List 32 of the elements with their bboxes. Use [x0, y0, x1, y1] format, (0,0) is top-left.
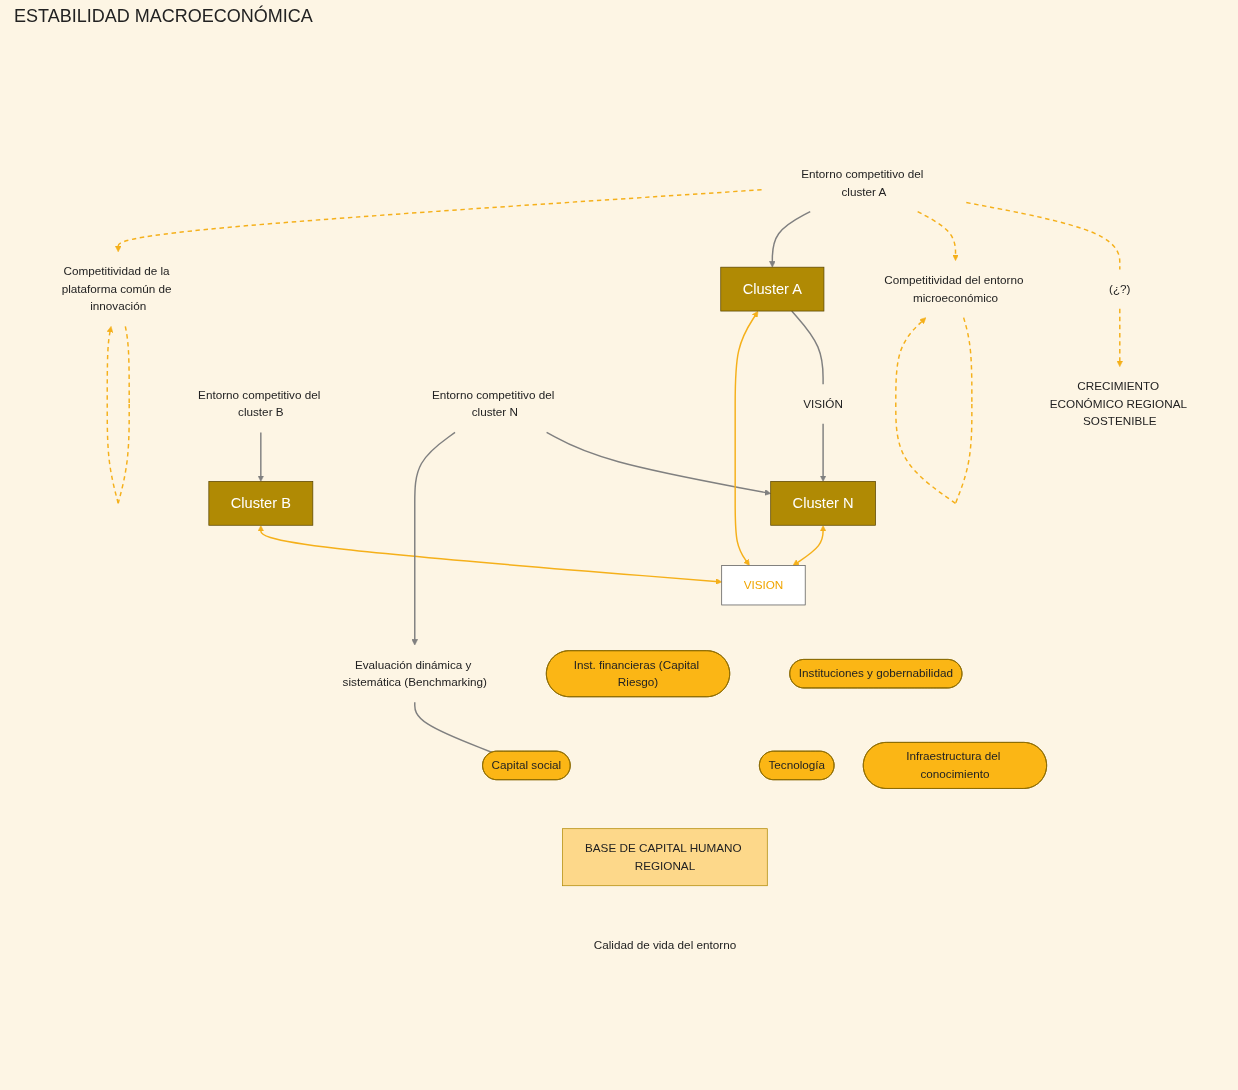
note-text: ESTABILIDAD MACROECONÓMICA	[14, 6, 313, 26]
node-text: CRECIMIENTO ECONÓMICO REGIONAL SOSTENIBLE	[1049, 379, 1187, 428]
node-text: Entorno competitivo del cluster A	[801, 167, 924, 198]
arrow	[734, 311, 759, 566]
arrow	[257, 431, 265, 482]
node-text: Entorno competitivo del cluster N	[432, 388, 555, 419]
node-box: Cluster A	[720, 266, 825, 312]
node-text: Competitividad del entorno microeconómico	[884, 273, 1024, 304]
node-text: (¿?)	[1109, 282, 1131, 295]
arrow	[819, 422, 827, 482]
arrow	[545, 431, 771, 496]
arrow	[895, 316, 973, 505]
arrow	[916, 210, 959, 261]
arrow	[1116, 308, 1123, 367]
connector	[791, 310, 824, 385]
connector	[965, 201, 1121, 271]
node-text: VISIÓN	[803, 397, 843, 410]
connector	[414, 701, 493, 754]
node-box: Cluster B	[208, 481, 314, 526]
node-text: Competitividad de la plataforma común de innovación	[61, 265, 172, 313]
arrow	[411, 431, 456, 646]
arrow	[106, 325, 130, 505]
node-text: Calidad de vida del entorno	[593, 939, 737, 952]
node-text: Entorno competitivo del cluster B	[198, 388, 321, 419]
node-box: Cluster N	[770, 481, 876, 526]
arrow	[769, 210, 811, 268]
node-box: BASE DE CAPITAL HUMANO REGIONAL	[562, 828, 768, 887]
node-text: Evaluación dinámica y sistemática (Benchmarking)	[342, 658, 487, 689]
arrow	[115, 189, 763, 253]
arrow	[792, 525, 827, 566]
arrow	[257, 525, 722, 585]
node-box: VISION	[721, 565, 806, 606]
